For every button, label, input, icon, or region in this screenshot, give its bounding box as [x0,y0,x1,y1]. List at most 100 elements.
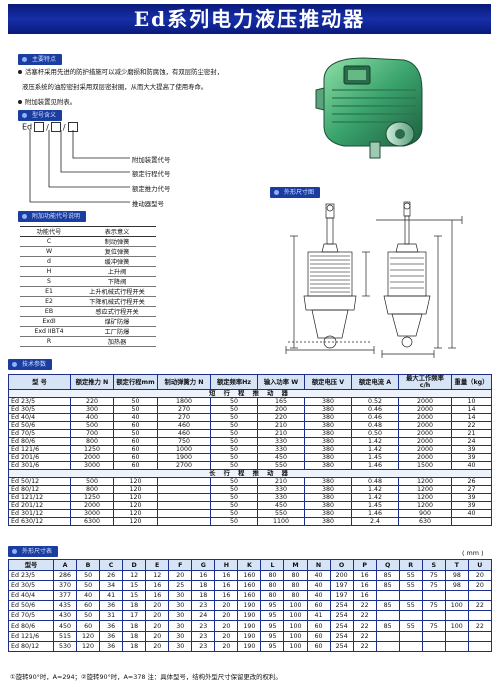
header-cell: C [99,559,124,571]
table-cell: 80 [260,580,285,592]
table-cell: 16 [352,590,377,602]
table-cell [157,517,211,526]
unit-label: ( mm ) [462,549,484,557]
table-cell: 26 [451,477,492,486]
table-cell: 435 [52,600,78,612]
table-cell: 80 [260,590,285,602]
table-cell: 18 [122,600,147,612]
table-cell: Ed 201/12 [8,501,71,510]
table-cell: 20 [145,630,170,642]
table-cell: 工厂防爆 [78,326,156,337]
section-functions-heading: 附加功能代号说明 [18,211,87,222]
table-cell: 380 [304,501,352,510]
table-cell: 30 [168,620,193,632]
code-box-3 [67,122,78,132]
table-cell [157,509,211,518]
table-cell: 缓冲弹簧 [78,256,156,267]
table-cell: 60 [306,640,331,652]
table-cell: 18 [191,580,216,592]
bullet-icon [18,70,22,74]
table-cell: 20 [145,620,170,632]
table-cell: 40 [451,461,492,470]
table-cell: 330 [257,485,305,494]
table-cell: 50 [210,429,258,438]
table-cell: 18 [122,630,147,642]
feature-line-1: 活塞杆采用先进的防护措施可以减少磨损和防腐蚀，有双层防尘密封， [18,67,308,77]
table-cell: 20 [214,610,239,622]
model-label-2: 额定行程代号 [132,170,171,178]
table-cell: 18 [122,640,147,652]
table-cell: 16 [145,580,170,592]
table-cell: 160 [237,569,262,582]
section-features-heading: 主要特点 [18,54,63,65]
table-cell: 20 [145,600,170,612]
table-cell [375,630,400,642]
table-cell: 190 [237,620,262,632]
table-cell: Ed 121/6 [8,445,71,454]
table-cell: 98 [444,580,469,592]
table-cell: 380 [304,517,352,526]
table-cell: 190 [237,600,262,612]
table-cell: 16 [214,590,239,602]
table-cell: 85 [375,600,400,612]
header-cell: D [122,559,147,571]
table-cell: 1800 [157,397,211,406]
table-cell: 上升机械式行程开关 [78,286,156,297]
table-cell: 20 [467,569,492,582]
model-label-4: 推动器型号 [132,200,164,208]
table-cell: 100 [283,630,308,642]
table-cell: 24 [451,437,492,446]
table-cell: S [20,276,78,287]
table-cell: 500 [70,421,114,430]
header-cell: F [168,559,193,571]
table-cell: 380 [304,509,352,518]
table-cell [451,517,492,526]
table-cell: 370 [52,580,78,592]
table-cell: 制动弹簧 [78,236,156,247]
feature-text-1: 活塞杆采用先进的防护措施可以减少磨损和防腐蚀，有双层防尘密封， [25,68,224,76]
table-cell: 短 行 程 推 动 器 [8,389,492,398]
table-cell: 60 [113,421,158,430]
product-photo [315,57,423,159]
table-cell: 1.42 [351,493,399,502]
model-label-1: 附加装置代号 [132,156,171,164]
table-cell: Ed 50/12 [8,477,71,486]
table-cell: 16 [214,569,239,582]
table-cell: 40 [306,569,331,582]
table-cell: 550 [257,509,305,518]
table-cell: 450 [52,620,78,632]
table-cell: 50 [76,569,101,582]
table-cell: 1.45 [351,501,399,510]
table-cell: 10 [451,397,492,406]
header-cell: 重量（kg） [451,374,492,390]
table-cell: 95 [260,610,285,622]
table-cell: 15 [122,590,147,602]
table-cell: 16 [214,580,239,592]
table-cell: 95 [260,630,285,642]
header-cell: 额定频率Hz [210,374,258,390]
table-cell: 25 [168,580,193,592]
table-cell: 40 [306,590,331,602]
table-cell: 515 [52,630,78,642]
table-cell: 2000 [70,501,114,510]
header-cell: R [398,559,423,571]
table-cell: 55 [398,569,423,582]
table-cell: 254 [329,610,354,622]
table-cell [375,590,400,602]
table-cell: 50 [210,485,258,494]
table-cell: 200 [257,405,305,414]
table-cell: 2.4 [351,517,399,526]
table-cell: 2000 [70,453,114,462]
table-cell: 50 [76,580,101,592]
table-cell: 30 [168,600,193,612]
